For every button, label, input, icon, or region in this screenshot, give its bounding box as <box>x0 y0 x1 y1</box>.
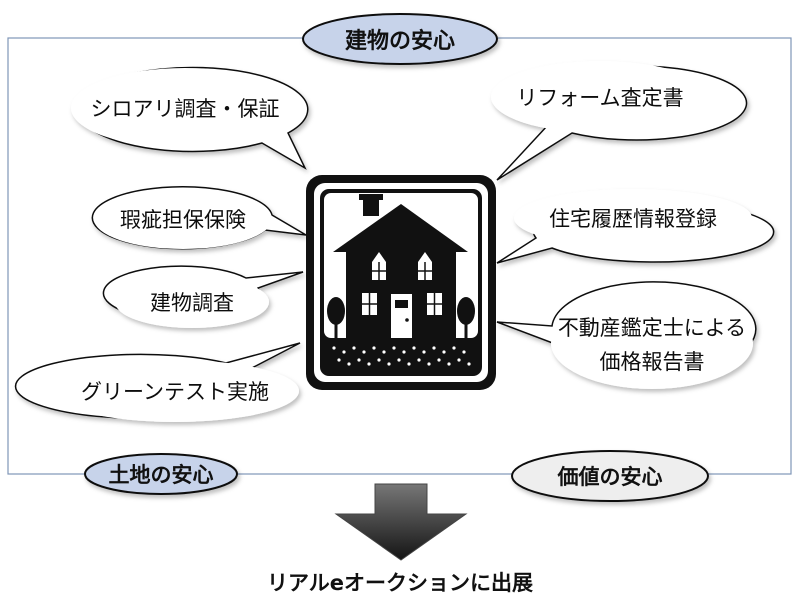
bottom-caption: リアルeオークションに出展 <box>267 571 533 595</box>
header-bubble: 建物の安心 <box>302 13 498 65</box>
bubble-reform: リフォーム査定書 <box>491 61 748 181</box>
house-icon <box>306 175 496 390</box>
bubble-kashi-text: 瑕疵担保保険 <box>120 208 246 232</box>
bubble-rireki-text: 住宅履歴情報登録 <box>549 207 717 231</box>
bubble-tatemono-text: 建物調査 <box>150 291 234 315</box>
bubble-shiroari: シロアリ調査・保証 <box>71 66 309 170</box>
bottom-right-bubble: 価値の安心 <box>511 450 709 502</box>
bubble-kashi: 瑕疵担保保険 <box>91 185 307 250</box>
bubble-green-text: グリーンテスト実施 <box>81 380 269 404</box>
bubble-shiroari-text: シロアリ調査・保証 <box>91 97 280 121</box>
bubble-kantei-text-line2: 価格報告書 <box>600 350 705 374</box>
bubble-kantei: 不動産鑑定士による 価格報告書 <box>496 281 757 389</box>
bubble-reform-text: リフォーム査定書 <box>516 86 683 110</box>
bubble-rireki: 住宅履歴情報登録 <box>496 189 775 264</box>
bubble-green: グリーンテスト実施 <box>14 342 301 422</box>
bottom-left-bubble: 土地の安心 <box>84 453 238 495</box>
down-arrow-icon <box>334 483 468 561</box>
bottom-right-bubble-text: 価値の安心 <box>557 465 663 489</box>
bubble-kantei-text-line1: 不動産鑑定士による <box>558 316 746 340</box>
bottom-left-bubble-text: 土地の安心 <box>109 463 214 487</box>
bubble-tatemono: 建物調査 <box>102 265 304 328</box>
header-bubble-text: 建物の安心 <box>345 28 455 54</box>
